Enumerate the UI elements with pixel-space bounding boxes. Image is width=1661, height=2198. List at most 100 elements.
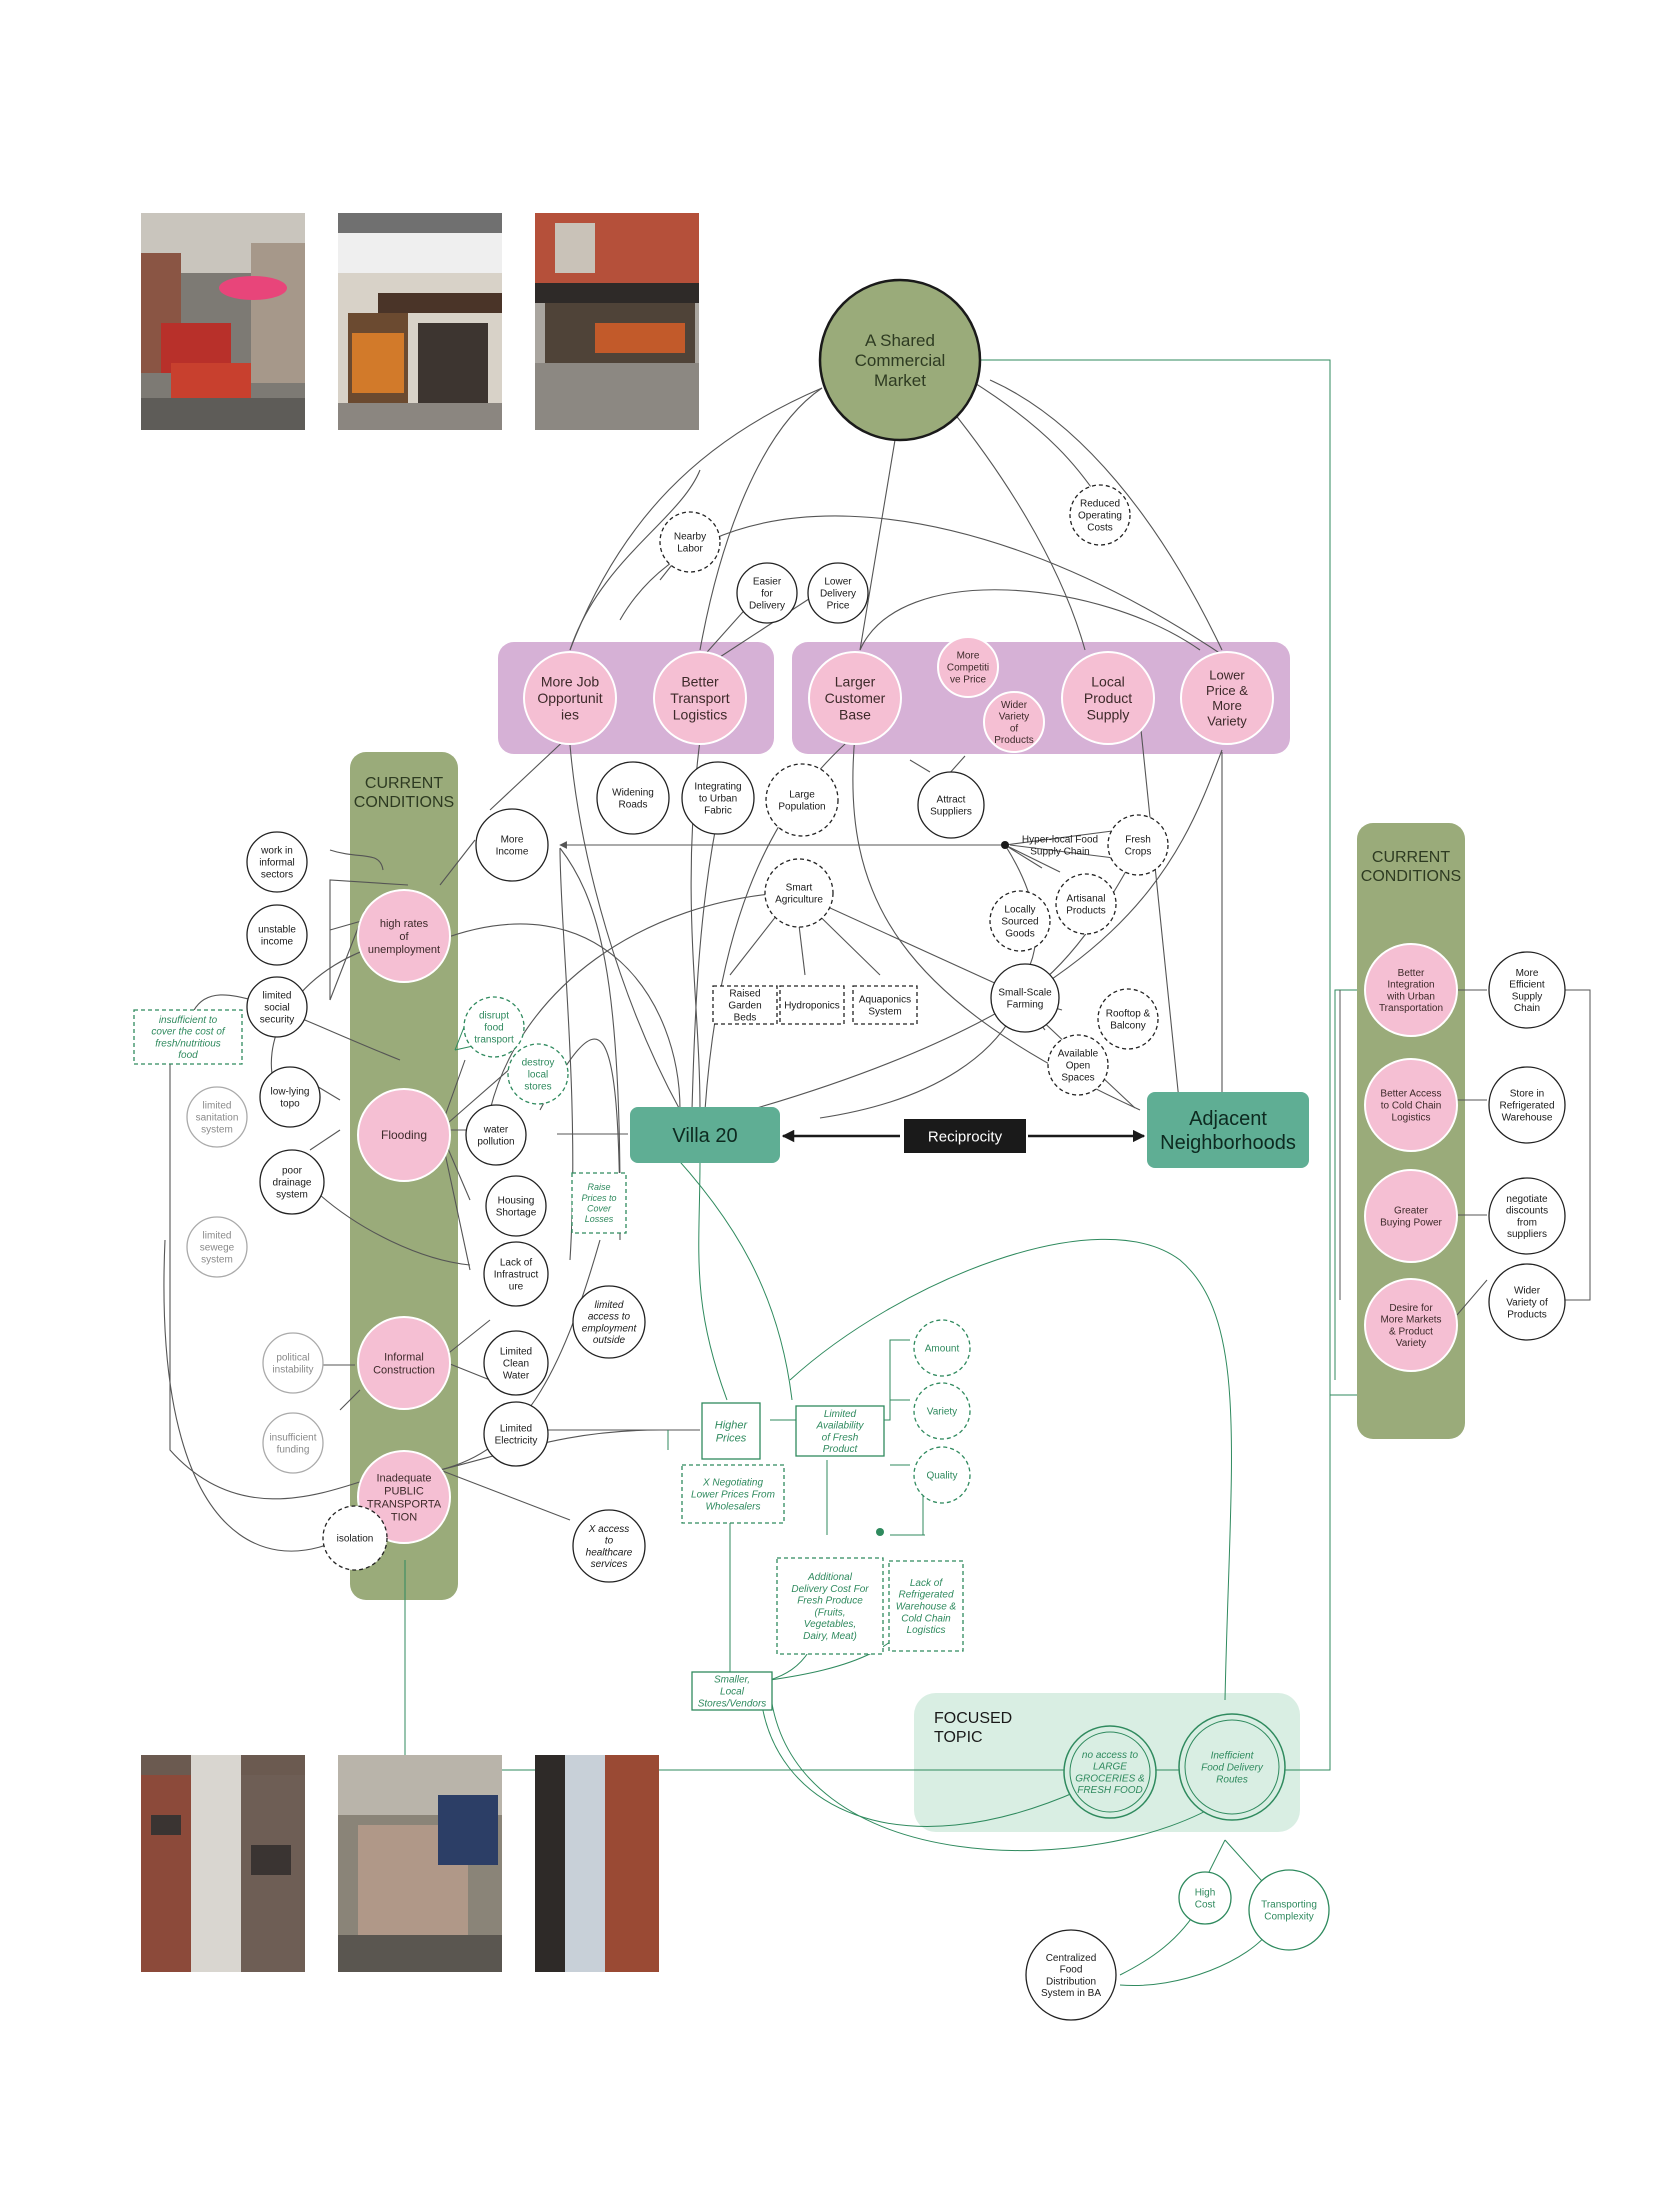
lower-price-circle bbox=[1180, 651, 1274, 745]
limited-sanitation-circle bbox=[186, 1086, 248, 1148]
greater-buying-circle bbox=[1364, 1169, 1458, 1263]
reciprocity-label: Reciprocity bbox=[928, 1128, 1003, 1145]
healthcare-circle bbox=[572, 1509, 646, 1583]
no-access-inner-ring bbox=[1069, 1731, 1151, 1813]
market-photo-3 bbox=[535, 213, 699, 430]
no-access-circle bbox=[1063, 1725, 1157, 1819]
informal-construction-circle bbox=[357, 1316, 451, 1410]
right-panel-lines bbox=[1339, 989, 1591, 1316]
green-connection-lines bbox=[404, 359, 1357, 1987]
higher-prices-box bbox=[701, 1402, 761, 1460]
node-quality: Quality bbox=[913, 1446, 971, 1504]
more-income-circle bbox=[475, 808, 549, 882]
insufficient-cover-box bbox=[133, 1009, 243, 1065]
locally-sourced-circle bbox=[989, 890, 1051, 952]
open-spaces-circle bbox=[1047, 1034, 1109, 1096]
raise-prices-box bbox=[571, 1172, 627, 1234]
lack-infra-circle bbox=[483, 1241, 549, 1307]
transporting-complexity-circle bbox=[1248, 1869, 1330, 1951]
inefficient-routes-circle bbox=[1178, 1713, 1286, 1821]
widening-roads-circle bbox=[596, 761, 670, 835]
disrupt-transport-circle bbox=[463, 996, 525, 1058]
water-pollution-circle bbox=[465, 1104, 527, 1166]
flooding-circle bbox=[357, 1088, 451, 1182]
villa20-label: Villa 20 bbox=[672, 1125, 737, 1147]
poor-drainage-circle bbox=[259, 1149, 325, 1215]
destroy-stores-circle bbox=[507, 1043, 569, 1105]
small-farming-circle bbox=[990, 963, 1060, 1033]
high-unemployment-circle bbox=[357, 889, 451, 983]
low-lying-circle bbox=[259, 1066, 321, 1128]
desire-markets-circle bbox=[1364, 1278, 1458, 1372]
larger-base-circle bbox=[808, 651, 902, 745]
nearby-labor-circle bbox=[659, 511, 721, 573]
lack-refrigerated-box bbox=[888, 1560, 964, 1652]
rooftop-circle bbox=[1097, 988, 1159, 1050]
housing-shortage-circle bbox=[485, 1175, 547, 1237]
wider-variety-products-circle bbox=[983, 691, 1045, 753]
better-transport-circle bbox=[653, 651, 747, 745]
work-informal-circle bbox=[246, 831, 308, 893]
artisanal-circle bbox=[1055, 873, 1117, 935]
junction-dot bbox=[1001, 841, 1009, 849]
fresh-crops-circle bbox=[1107, 814, 1169, 876]
insufficient-funding-circle bbox=[262, 1412, 324, 1474]
